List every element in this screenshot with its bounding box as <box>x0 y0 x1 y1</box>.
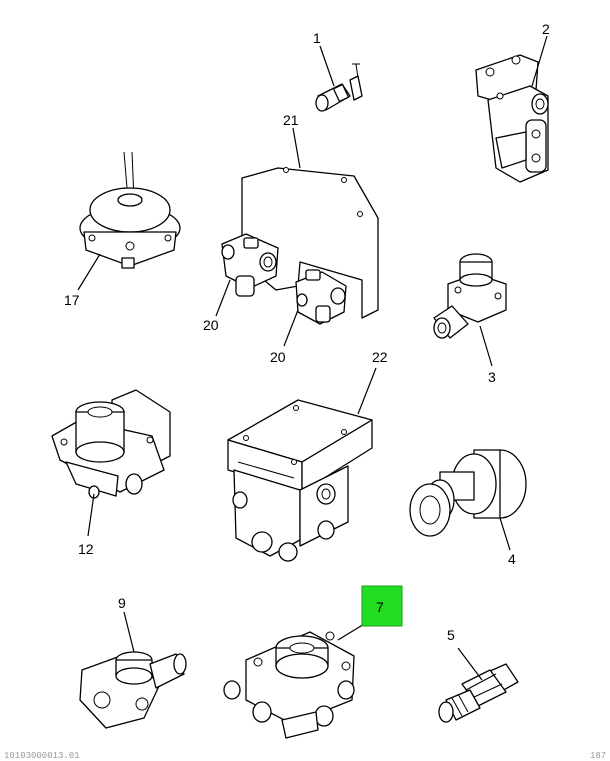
part-12-valve[interactable] <box>51 389 171 499</box>
callout-12: 12 <box>78 541 94 557</box>
callout-20-lower: 20 <box>270 349 286 365</box>
part-3-valve[interactable] <box>433 253 507 339</box>
callout-3: 3 <box>488 369 496 385</box>
footer-right: 187 <box>590 751 606 761</box>
part-21-bracket[interactable] <box>241 167 379 319</box>
part-7-relay-valve[interactable] <box>223 631 355 739</box>
callout-22: 22 <box>372 349 388 365</box>
callout-20-upper: 20 <box>203 317 219 333</box>
part-2-valve[interactable] <box>475 54 549 183</box>
callout-5: 5 <box>447 627 455 643</box>
callout-4: 4 <box>508 551 516 567</box>
callout-7: 7 <box>376 599 384 615</box>
part-22-modulator[interactable] <box>227 399 373 562</box>
part-17-diaphragm-valve[interactable] <box>79 151 181 269</box>
part-1-fitting[interactable] <box>315 63 363 112</box>
callout-2: 2 <box>542 21 550 37</box>
part-20-valve-lower[interactable] <box>295 269 347 325</box>
callout-7-highlight[interactable] <box>361 585 403 627</box>
callout-1: 1 <box>313 30 321 46</box>
callout-17: 17 <box>64 292 80 308</box>
callout-21: 21 <box>283 112 299 128</box>
part-20-valve-upper[interactable] <box>221 233 279 297</box>
part-5-fitting[interactable] <box>438 663 519 723</box>
callout-9: 9 <box>118 595 126 611</box>
part-9-valve[interactable] <box>79 651 187 729</box>
footer-left: 10103000013.01 <box>4 751 80 761</box>
part-4-plunger[interactable] <box>409 449 527 537</box>
